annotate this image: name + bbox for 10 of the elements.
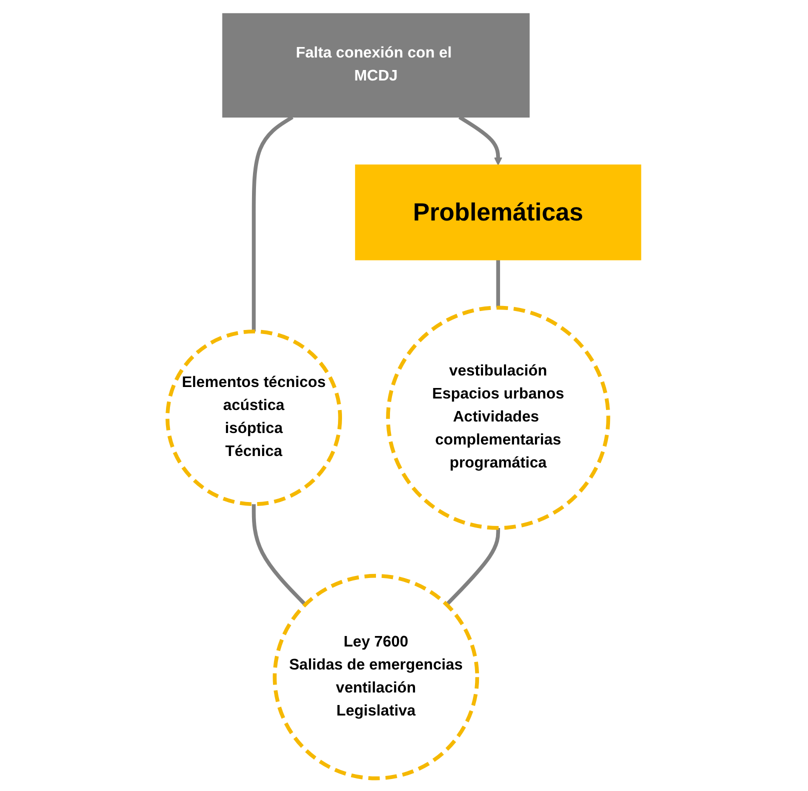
node-box xyxy=(355,164,642,260)
connector xyxy=(252,114,294,331)
arrow xyxy=(458,114,502,165)
node-box xyxy=(222,12,530,118)
node-circle xyxy=(386,305,610,530)
node-circle xyxy=(272,573,480,780)
connector xyxy=(252,504,307,606)
node-circle xyxy=(165,329,342,506)
connector xyxy=(496,259,500,308)
connector xyxy=(445,527,500,606)
